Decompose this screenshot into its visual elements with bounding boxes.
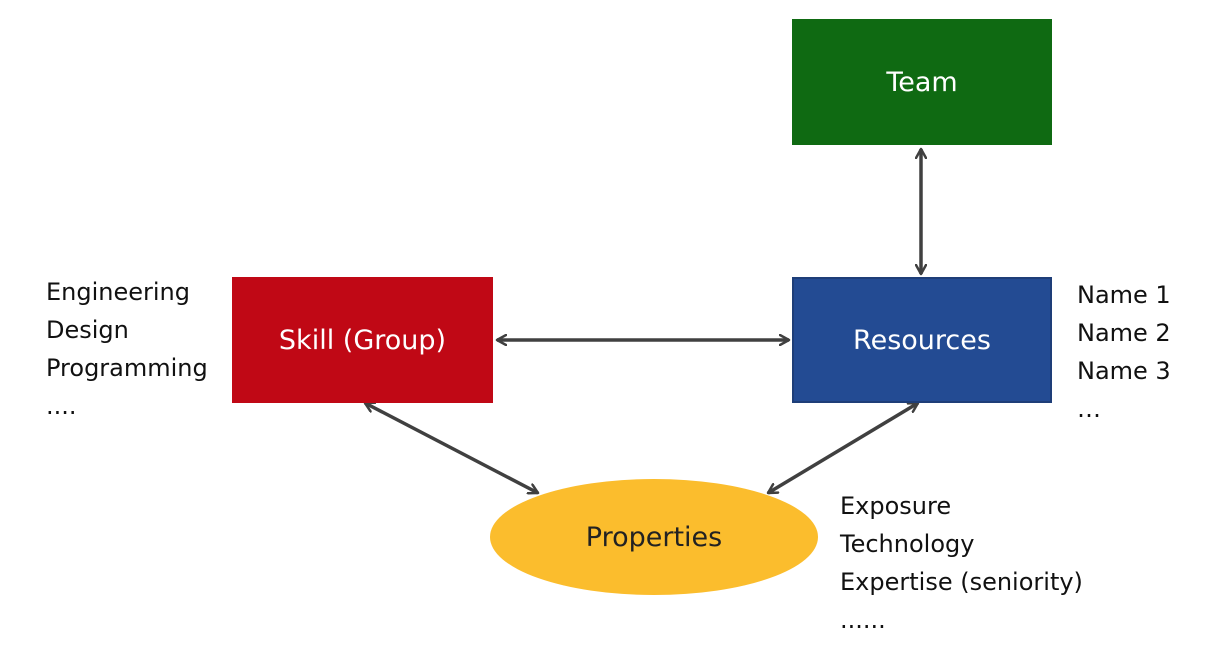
property-examples-list: Exposure Technology Expertise (seniority… [840, 487, 1083, 639]
property-example: ...... [840, 606, 886, 634]
resource-examples-list: Name 1 Name 2 Name 3 … [1077, 276, 1171, 428]
skill-group-node: Skill (Group) [232, 277, 493, 403]
edge-skill-properties [365, 401, 538, 495]
properties-node: Properties [490, 479, 818, 595]
property-example: Exposure [840, 492, 952, 520]
skill-examples-list: Engineering Design Programming .... [46, 273, 208, 425]
resource-example: Name 3 [1077, 357, 1171, 385]
skill-example: Engineering [46, 278, 190, 306]
skill-example: .... [46, 392, 77, 420]
skill-example: Design [46, 316, 129, 344]
property-example: Expertise (seniority) [840, 568, 1083, 596]
edge-resources-properties [768, 401, 918, 495]
resource-example: Name 1 [1077, 281, 1171, 309]
resource-example: Name 2 [1077, 319, 1171, 347]
team-node: Team [792, 19, 1052, 145]
resource-example: … [1077, 395, 1101, 423]
resources-node: Resources [792, 277, 1052, 403]
property-example: Technology [840, 530, 975, 558]
skill-example: Programming [46, 354, 208, 382]
